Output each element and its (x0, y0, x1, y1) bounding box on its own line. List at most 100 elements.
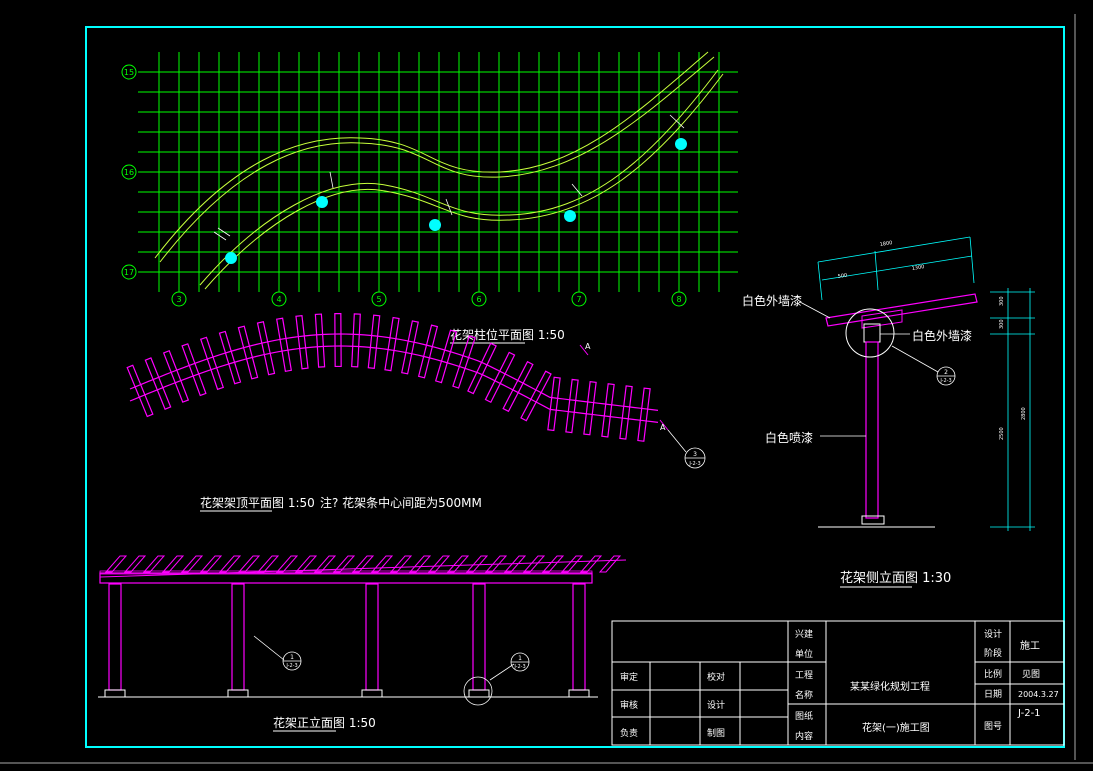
front-column (108, 583, 122, 691)
front-column-base (227, 689, 249, 698)
plan-column (316, 196, 328, 208)
column-plan-grid (138, 52, 738, 292)
front-beam (99, 572, 593, 584)
tb-date-label: 日期 (984, 689, 1002, 700)
tb-proofread: 校对 (707, 671, 725, 683)
front-purlin-end (104, 555, 128, 573)
svg-text:500: 500 (837, 273, 847, 280)
title-block (611, 620, 1065, 746)
front-purlin-end (256, 555, 280, 573)
grid-row-label: 17 (124, 268, 134, 277)
front-purlin-end (579, 555, 603, 573)
tb-audited: 审核 (620, 699, 638, 711)
side-label-spray-paint: 白色喷漆 (765, 430, 813, 445)
roof-purlin (126, 364, 154, 418)
front-purlin-end (294, 555, 318, 573)
front-beam-top (99, 570, 593, 575)
front-purlin-line (99, 559, 627, 578)
front-purlin-end (142, 555, 166, 573)
front-purlin-end (332, 555, 356, 573)
grid-row-label: 15 (124, 68, 134, 77)
side-dimension-tick-text: 1800 500 1300 300 300 2500 2800 (837, 240, 1027, 440)
tb-stage-2: 阶段 (984, 647, 1002, 659)
section-mark-bottom: A (660, 423, 666, 432)
roof-plan-note: 注? 花架条中心间距为500MM (320, 495, 482, 510)
front-ref-1-bottom: J-2-3 (285, 663, 297, 669)
grid-col-label: 6 (476, 295, 481, 304)
front-purlin-end (389, 555, 413, 573)
plan-column (429, 219, 441, 231)
roof-purlin (334, 312, 342, 368)
roof-detail-ref-bottom: J-2-3 (688, 461, 700, 467)
front-purlin-end (446, 555, 470, 573)
tb-number-label: 图号 (984, 721, 1002, 732)
roof-purlin (467, 342, 497, 395)
roof-purlin (314, 313, 326, 368)
tb-project-name: 某某绿化规划工程 (850, 680, 930, 693)
roof-purlin (199, 336, 225, 391)
front-purlin-end (180, 555, 204, 573)
roof-purlin (520, 370, 552, 422)
tb-project-2: 名称 (795, 689, 813, 701)
front-purlin-end (237, 555, 261, 573)
plan-leader-marks (213, 114, 685, 241)
front-ref-2-top: 1 (518, 655, 522, 662)
section-mark-top: A (585, 342, 591, 351)
front-column (572, 583, 586, 691)
side-elevation-title: 花架侧立面图 1:30 (840, 570, 951, 586)
tb-stage-value: 施工 (1020, 639, 1040, 652)
roof-purlin (384, 316, 400, 372)
front-purlin-end (161, 555, 185, 573)
grid-col-labels: 3 4 5 6 7 8 (171, 291, 687, 307)
tb-reviewed: 审定 (620, 671, 638, 683)
roof-purlin (218, 330, 242, 385)
roof-plan-purlins (126, 312, 659, 442)
front-purlin-end (503, 555, 527, 573)
front-purlin-end (560, 555, 584, 573)
grid-col-label: 4 (276, 295, 281, 304)
side-elevation-drawing: 2 J-2-3 (799, 293, 978, 528)
tb-project-1: 工程 (795, 670, 813, 681)
roof-purlin (583, 380, 597, 436)
grid-row-labels: 15 16 17 (121, 64, 137, 280)
plan-columns (225, 138, 687, 264)
front-purlin-end (275, 555, 299, 573)
roof-purlin (256, 321, 276, 376)
roof-purlin (502, 360, 534, 413)
roof-purlin (295, 314, 309, 370)
roof-purlin (144, 357, 172, 410)
tb-client-2: 单位 (795, 648, 813, 660)
tb-scale-value: 见图 (1022, 669, 1040, 680)
svg-text:300: 300 (999, 296, 1005, 306)
front-ref-2-bottom: J-2-3 (513, 664, 525, 670)
tb-stage-1: 设计 (984, 628, 1002, 640)
front-purlin-end (598, 555, 622, 573)
front-purlin-end (522, 555, 546, 573)
roof-plan-title: 花架架顶平面图 1:50 (200, 495, 315, 510)
front-purlin-end (541, 555, 565, 573)
front-purlin-end (351, 555, 375, 573)
roof-purlin (275, 317, 293, 372)
front-purlin-end (427, 555, 451, 573)
side-label-exterior-paint-2: 白色外墙漆 (912, 328, 972, 343)
front-column-base (568, 689, 590, 698)
tb-number-value: J-2-1 (1017, 708, 1041, 719)
roof-purlin (162, 349, 190, 403)
tb-content-2: 内容 (795, 730, 813, 742)
roof-purlin (237, 325, 259, 380)
roof-purlin (547, 376, 561, 432)
front-elevation-title: 花架正立面图 1:50 (273, 715, 376, 730)
roof-purlin (484, 351, 516, 404)
side-label-exterior-paint-1: 白色外墙漆 (742, 293, 802, 308)
front-column (472, 583, 486, 691)
title-block-text: 审定 审核 负责 校对 设计 制图 兴建 单位 工程 名称 图纸 内容 某某绿化… (620, 628, 1059, 742)
roof-purlin (367, 314, 381, 369)
roof-purlin (637, 387, 651, 442)
grid-col-label: 5 (376, 295, 381, 304)
roof-purlin (434, 329, 458, 384)
tb-drawn: 制图 (707, 727, 725, 739)
svg-text:2500: 2500 (999, 427, 1005, 440)
front-purlin-end (465, 555, 489, 573)
tb-responsible: 负责 (620, 727, 638, 739)
